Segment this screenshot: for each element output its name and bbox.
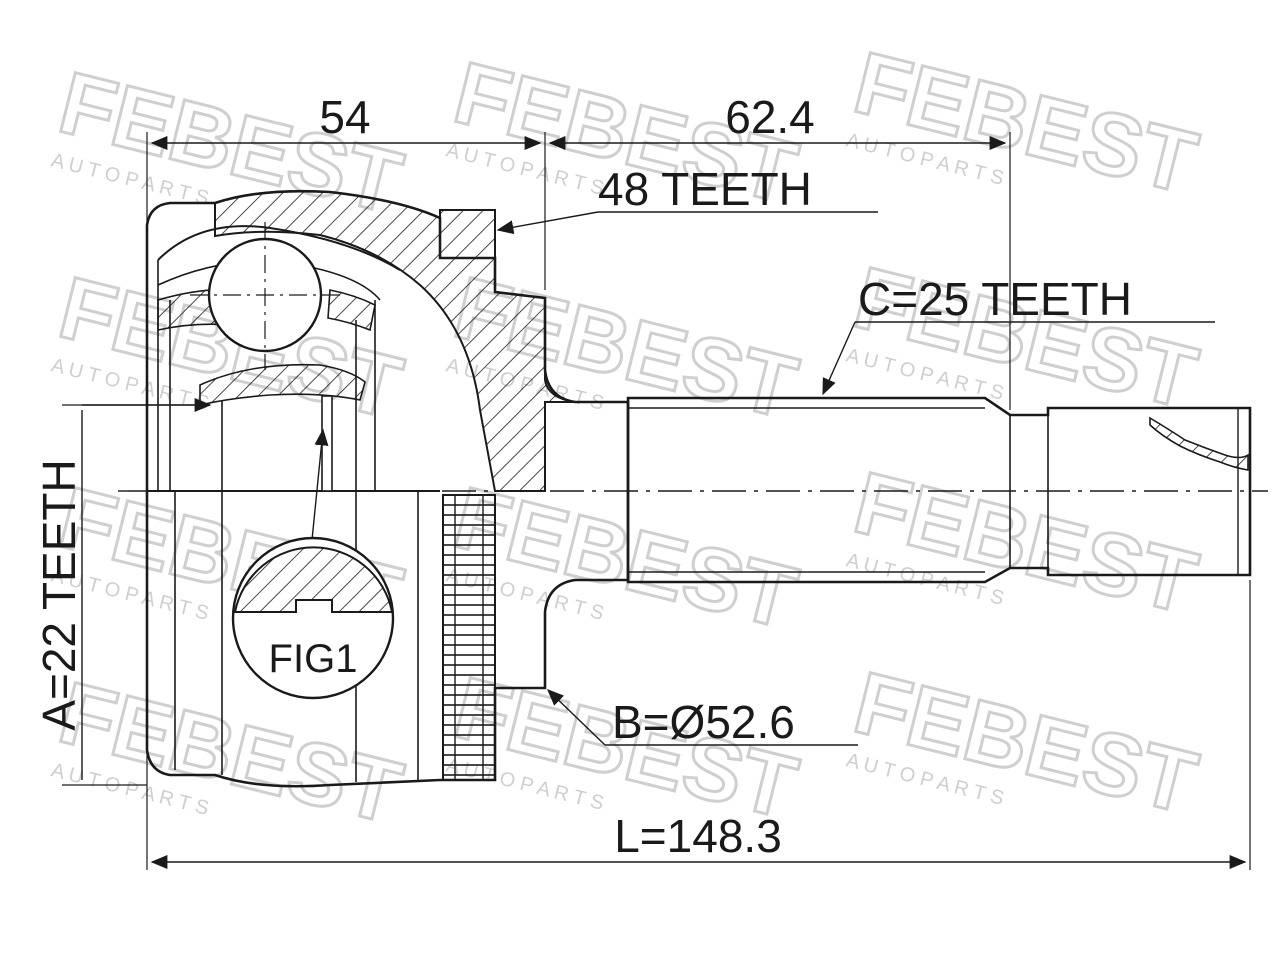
teeth-c-label: C=25 TEETH <box>858 273 1132 325</box>
output-shaft <box>626 321 1252 584</box>
abs-ring <box>442 494 496 781</box>
watermark-brand: FEBEST <box>50 662 411 842</box>
diameter-b-label: B=Ø52.6 <box>612 696 795 748</box>
ball-bearing <box>190 222 345 370</box>
watermark-brand: FEBEST <box>445 467 806 647</box>
teeth-48-label: 48 TEETH <box>598 163 812 215</box>
watermark-brand: FEBEST <box>845 452 1206 632</box>
teeth-a-label: A=22 TEETH <box>33 459 85 730</box>
dimension-54-label: 54 <box>319 91 370 143</box>
watermark-brand: FEBEST <box>845 652 1206 832</box>
fig1-detail: FIG1 <box>231 536 395 700</box>
watermark-brand: FEBEST <box>845 32 1206 212</box>
abs-ring-top <box>439 209 878 259</box>
diameter-b-leader <box>546 689 858 746</box>
length-l-label: L=148.3 <box>614 810 782 862</box>
inner-spline-tooth <box>82 395 333 541</box>
fig1-label: FIG1 <box>269 637 358 681</box>
dimension-62-4-label: 62.4 <box>725 91 815 143</box>
